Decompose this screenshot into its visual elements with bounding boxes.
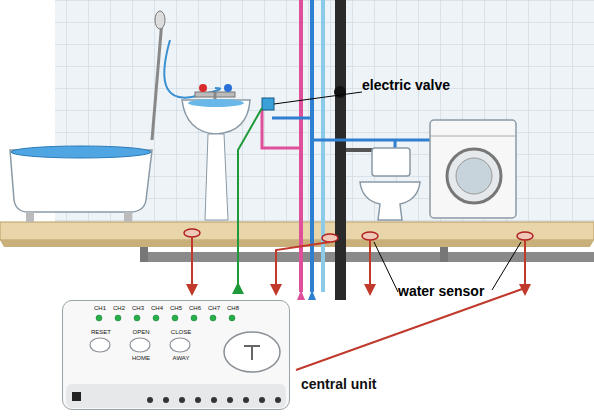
unit-caption: central unit — [301, 377, 411, 392]
panel-label: CH8 — [224, 305, 242, 312]
leader-line — [492, 242, 521, 290]
bathtub — [10, 150, 152, 212]
panel-label: CLOSE — [165, 329, 197, 336]
shower-hose — [164, 40, 220, 98]
drain-pipe — [335, 0, 346, 300]
leader-line — [274, 92, 362, 104]
pipe — [321, 0, 325, 292]
central-unit-body — [62, 300, 290, 410]
cold-pipe — [310, 0, 314, 292]
panel-label: CH4 — [148, 305, 166, 312]
washing-machine — [430, 120, 516, 218]
panel-label: HOME — [125, 355, 157, 362]
shower-head — [155, 11, 165, 29]
panel-label: OPEN — [125, 329, 157, 336]
floor-slab — [0, 222, 594, 240]
hot-pipe — [299, 0, 303, 292]
toilet — [372, 148, 410, 176]
panel-label: CH7 — [205, 305, 223, 312]
sink — [182, 100, 250, 134]
callout-label: electric valve — [362, 78, 502, 93]
panel-label: CH1 — [91, 305, 109, 312]
panel-label: CH6 — [186, 305, 204, 312]
electric-valve — [262, 98, 274, 110]
callout-label: water sensor — [398, 284, 538, 299]
panel-label: CH3 — [129, 305, 147, 312]
panel-label: AWAY — [165, 355, 197, 362]
leader-line — [374, 242, 398, 292]
central-unit: CH1CH2CH3CH4CH5CH6CH7CH8RESET OPEN CLOSE HO… — [62, 300, 290, 410]
water-sensor — [184, 229, 533, 242]
panel-label: RESET — [85, 329, 117, 336]
panel-label: CH5 — [167, 305, 185, 312]
valve-wire — [238, 108, 262, 292]
panel-label: CH2 — [110, 305, 128, 312]
